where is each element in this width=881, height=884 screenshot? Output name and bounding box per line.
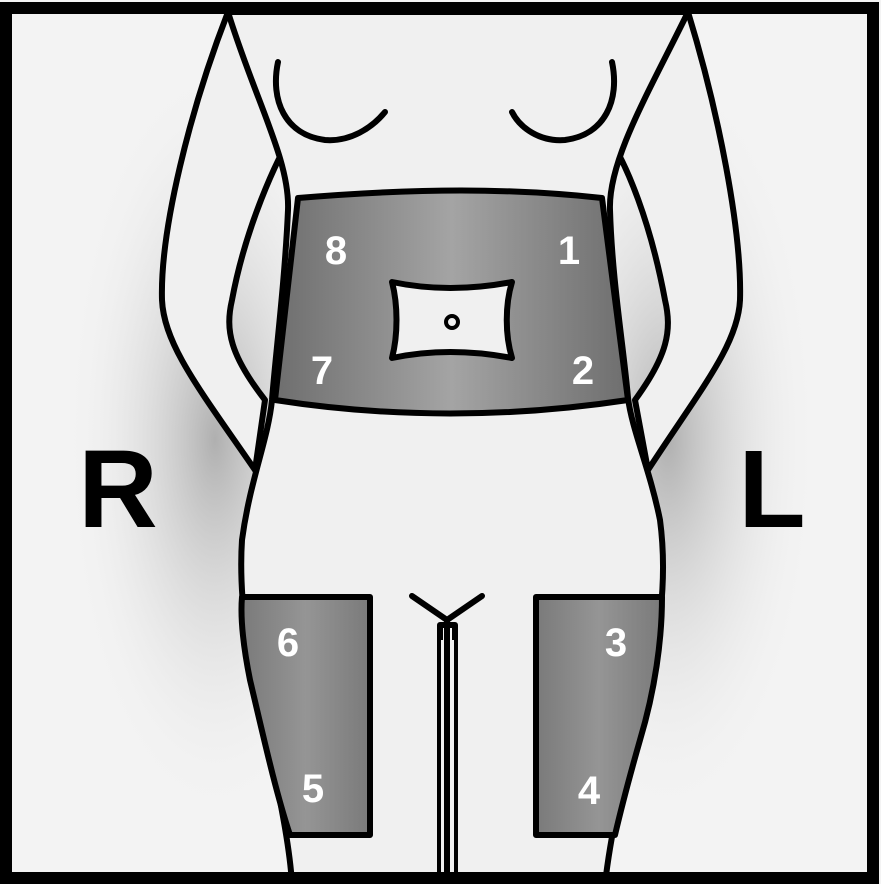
zone-label-6: 6 (277, 621, 299, 665)
navel-exclusion-area (392, 282, 512, 358)
zone-label-8: 8 (325, 229, 347, 273)
zone-label-2: 2 (572, 349, 594, 393)
zone-label-3: 3 (605, 621, 627, 665)
zone-label-7: 7 (311, 349, 333, 393)
zone-label-1: 1 (558, 229, 580, 273)
zone-label-4: 4 (578, 769, 601, 813)
left-side-label: L (738, 428, 805, 551)
right-side-label: R (78, 428, 157, 551)
zone-label-5: 5 (302, 767, 324, 811)
